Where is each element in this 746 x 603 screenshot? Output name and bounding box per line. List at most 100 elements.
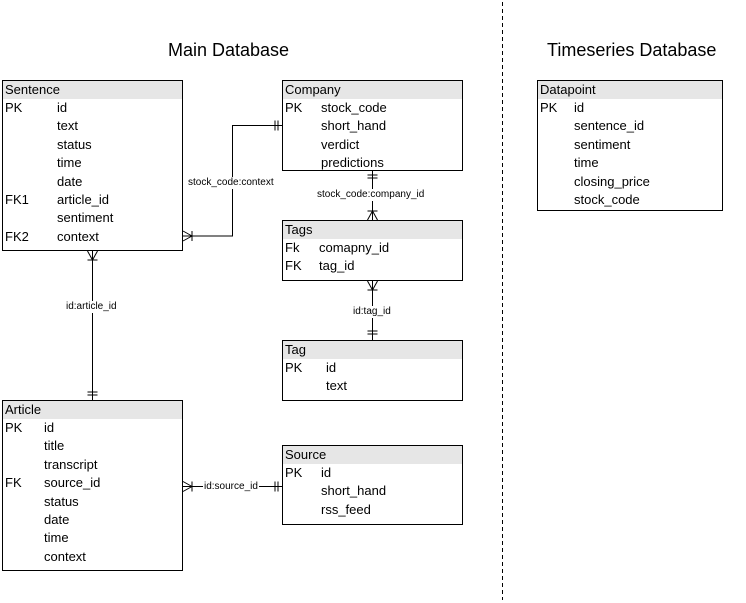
datapoint-row-field: stock_code <box>574 191 640 207</box>
source-row-short_hand: short_hand <box>283 482 462 500</box>
article-row-field: transcript <box>44 456 98 472</box>
entity-datapoint-name: Datapoint <box>538 81 722 99</box>
article-row-field: status <box>44 493 79 509</box>
entity-source-name: Source <box>283 446 462 464</box>
tag-row-id: PK id <box>283 359 462 377</box>
label-company-tags: stock_code:company_id <box>316 189 426 201</box>
article-row-title: title <box>3 437 182 455</box>
label-tags-tag: id:tag_id <box>352 306 392 318</box>
sentence-row-field: date <box>57 173 83 189</box>
company-row-key: PK <box>285 100 303 115</box>
article-row-field: title <box>44 438 65 454</box>
timeseries-database-title: Timeseries Database <box>547 40 717 60</box>
datapoint-row-stock_code: stock_code <box>538 191 722 209</box>
entity-tag-name: Tag <box>283 341 462 359</box>
article-row-source_id: FK source_id <box>3 474 182 492</box>
entity-company-name: Company <box>283 81 462 99</box>
sentence-row-time: time <box>3 154 182 172</box>
tags-row-key: Fk <box>285 240 300 255</box>
sentence-row-field: context <box>57 228 99 244</box>
article-row-transcript: transcript <box>3 456 182 474</box>
tag-row-text: text <box>283 377 462 395</box>
sentence-row-context: FK2 context <box>3 228 182 246</box>
crowfoot-tags-top-a <box>367 210 373 221</box>
sentence-row-field: status <box>57 136 92 152</box>
crowfoot-tags-bottom-b <box>372 280 378 291</box>
datapoint-row-field: closing_price <box>574 173 650 189</box>
tags-row-comapny_id: Fk comapny_id <box>283 239 462 257</box>
company-row-field: verdict <box>321 136 360 152</box>
datapoint-row-sentiment: sentiment <box>538 136 722 154</box>
article-row-key: PK <box>5 420 23 435</box>
sentence-row-sentiment: sentiment <box>3 209 182 227</box>
sentence-row-id: PK id <box>3 99 182 117</box>
company-row-verdict: verdict <box>283 136 462 154</box>
sentence-row-field: text <box>57 118 78 134</box>
tags-row-key: FK <box>285 258 302 274</box>
datapoint-row-sentence_id: sentence_id <box>538 117 722 135</box>
entity-tag: Tag PK id text <box>282 340 463 401</box>
datapoint-row-field: sentiment <box>574 136 631 152</box>
crowfoot-article-b <box>182 486 193 492</box>
sentence-row-text: text <box>3 117 182 135</box>
sentence-row-key: FK2 <box>5 228 29 244</box>
tag-row-field: id <box>326 360 337 375</box>
tags-row-field: comapny_id <box>319 240 390 255</box>
article-row-field: date <box>44 511 70 527</box>
sentence-row-date: date <box>3 173 182 191</box>
company-row-stock_code: PK stock_code <box>283 99 462 117</box>
crowfoot-tags-bottom-a <box>367 280 373 291</box>
datapoint-row-field: time <box>574 155 599 171</box>
article-row-time: time <box>3 529 182 547</box>
company-row-field: short_hand <box>321 118 387 134</box>
tag-row-key: PK <box>285 360 303 375</box>
article-row-date: date <box>3 511 182 529</box>
sentence-row-field: article_id <box>57 191 110 207</box>
sentence-row-field: id <box>57 100 68 115</box>
main-database-title: Main Database <box>168 40 290 60</box>
source-row-field: short_hand <box>321 483 387 499</box>
tags-row-field: tag_id <box>319 258 355 274</box>
source-row-key: PK <box>285 465 303 480</box>
crowfoot-sentence-bottom-b <box>92 250 98 261</box>
article-row-id: PK id <box>3 419 182 437</box>
entity-article-name: Article <box>3 401 182 419</box>
crowfoot-sentence-context-a <box>182 230 193 237</box>
company-row-field: stock_code <box>321 100 387 115</box>
source-row-rss_feed: rss_feed <box>283 501 462 519</box>
article-row-field: time <box>44 530 69 546</box>
label-sentence-article: id:article_id <box>65 301 118 313</box>
source-row-field: rss_feed <box>321 501 371 517</box>
datapoint-row-field: sentence_id <box>574 118 645 134</box>
crowfoot-sentence-context-b <box>182 235 193 242</box>
datapoint-row-time: time <box>538 154 722 172</box>
company-row-predictions: predictions <box>283 154 462 171</box>
article-row-field: source_id <box>44 475 101 491</box>
article-row-status: status <box>3 493 182 511</box>
entity-sentence-name: Sentence <box>3 81 182 99</box>
crowfoot-sentence-bottom-a <box>87 250 93 261</box>
company-row-field: predictions <box>321 155 384 171</box>
datapoint-row-closing_price: closing_price <box>538 173 722 191</box>
article-row-field: context <box>44 548 86 564</box>
sentence-row-field: time <box>57 155 82 171</box>
sentence-row-key: PK <box>5 100 23 115</box>
sentence-row-field: sentiment <box>57 210 114 226</box>
entity-tags-name: Tags <box>283 221 462 239</box>
tag-row-field: text <box>326 378 347 394</box>
label-article-source: id:source_id <box>203 481 259 493</box>
crowfoot-article-a <box>182 481 193 487</box>
sentence-row-status: status <box>3 136 182 154</box>
label-sentence-company: stock_code:context <box>187 177 275 189</box>
article-row-key: FK <box>5 475 22 491</box>
crowfoot-tags-top-b <box>372 210 378 221</box>
article-row-field: id <box>44 420 55 435</box>
tags-row-tag_id: FK tag_id <box>283 257 462 275</box>
